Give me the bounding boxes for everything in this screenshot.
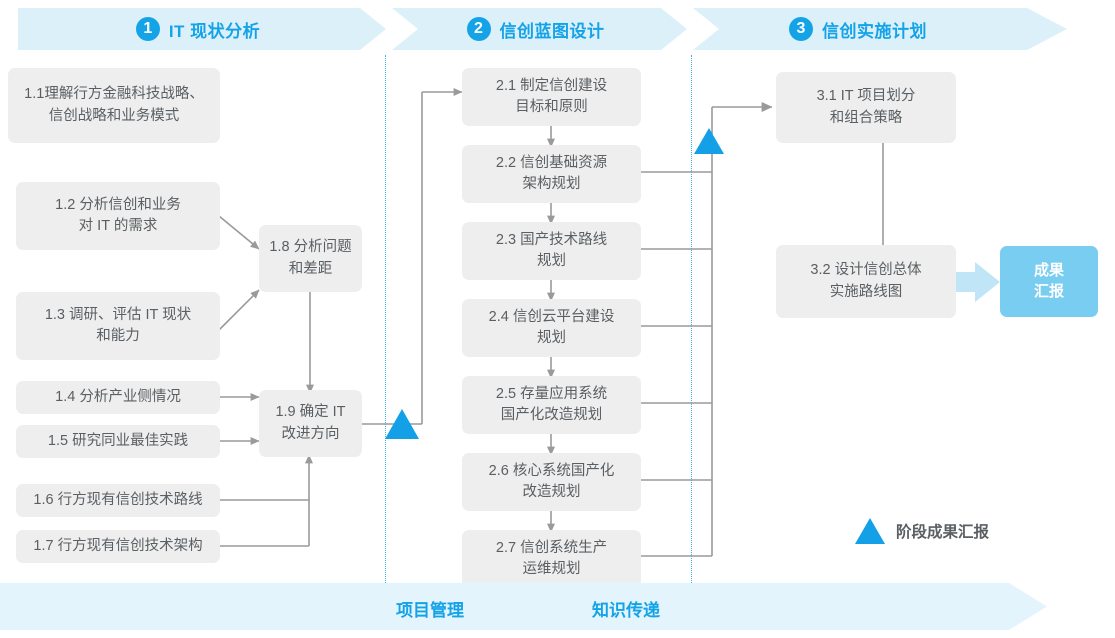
result-badge[interactable]: 成果 汇报 [1000, 246, 1098, 317]
task-box-1-8[interactable]: 1.8 分析问题 和差距 [259, 225, 362, 292]
phase-header-1[interactable]: 1 IT 现状分析 [18, 8, 386, 50]
task-box-2-2[interactable]: 2.2 信创基础资源 架构规划 [462, 145, 641, 203]
phase-header-2[interactable]: 2 信创蓝图设计 [392, 8, 687, 50]
task-box-1-2[interactable]: 1.2 分析信创和业务 对 IT 的需求 [16, 182, 220, 250]
task-box-2-6[interactable]: 2.6 核心系统国产化 改造规划 [462, 453, 641, 511]
task-box-1-5[interactable]: 1.5 研究同业最佳实践 [16, 425, 220, 458]
phase-label-3: 信创实施计划 [822, 21, 927, 41]
task-box-1-6[interactable]: 1.6 行方现有信创技术路线 [16, 484, 220, 517]
phase-number-2: 2 [467, 17, 491, 41]
bottom-item-knowledge-transfer[interactable]: 知识传递 [592, 601, 660, 620]
phase-label-1: IT 现状分析 [168, 21, 261, 41]
task-box-3-2[interactable]: 3.2 设计信创总体 实施路线图 [776, 245, 956, 318]
phase-separator-left [385, 55, 386, 583]
triangle-icon [855, 518, 885, 544]
milestone-triangle-phase2 [694, 128, 724, 154]
task-box-2-5[interactable]: 2.5 存量应用系统 国产化改造规划 [462, 376, 641, 434]
phase-number-1: 1 [136, 17, 160, 41]
bottom-item-project-management[interactable]: 项目管理 [396, 601, 464, 620]
task-box-1-9[interactable]: 1.9 确定 IT 改进方向 [259, 390, 362, 457]
phase-label-2: 信创蓝图设计 [499, 21, 605, 41]
legend: 阶段成果汇报 [855, 518, 989, 544]
milestone-triangle-phase1 [385, 409, 419, 439]
task-box-2-3[interactable]: 2.3 国产技术路线 规划 [462, 222, 641, 280]
task-box-2-1[interactable]: 2.1 制定信创建设 目标和原则 [462, 68, 641, 126]
task-box-1-3[interactable]: 1.3 调研、评估 IT 现状 和能力 [16, 292, 220, 360]
task-box-1-1[interactable]: 1.1理解行方金融科技战略、 信创战略和业务模式 [8, 68, 220, 143]
task-box-3-1[interactable]: 3.1 IT 项目划分 和组合策略 [776, 72, 956, 143]
task-box-1-7[interactable]: 1.7 行方现有信创技术架构 [16, 530, 220, 563]
phase-separator-right [691, 55, 692, 583]
task-box-2-7[interactable]: 2.7 信创系统生产 运维规划 [462, 530, 641, 588]
phase-header-band: 1 IT 现状分析 2 信创蓝图设计 3 信创实施计划 [0, 8, 1115, 50]
task-box-1-4[interactable]: 1.4 分析产业侧情况 [16, 381, 220, 414]
phase-number-3: 3 [789, 17, 813, 41]
phase-header-3[interactable]: 3 信创实施计划 [693, 8, 1067, 50]
task-box-2-4[interactable]: 2.4 信创云平台建设 规划 [462, 299, 641, 357]
legend-label: 阶段成果汇报 [896, 524, 990, 541]
bottom-band [0, 583, 1047, 630]
